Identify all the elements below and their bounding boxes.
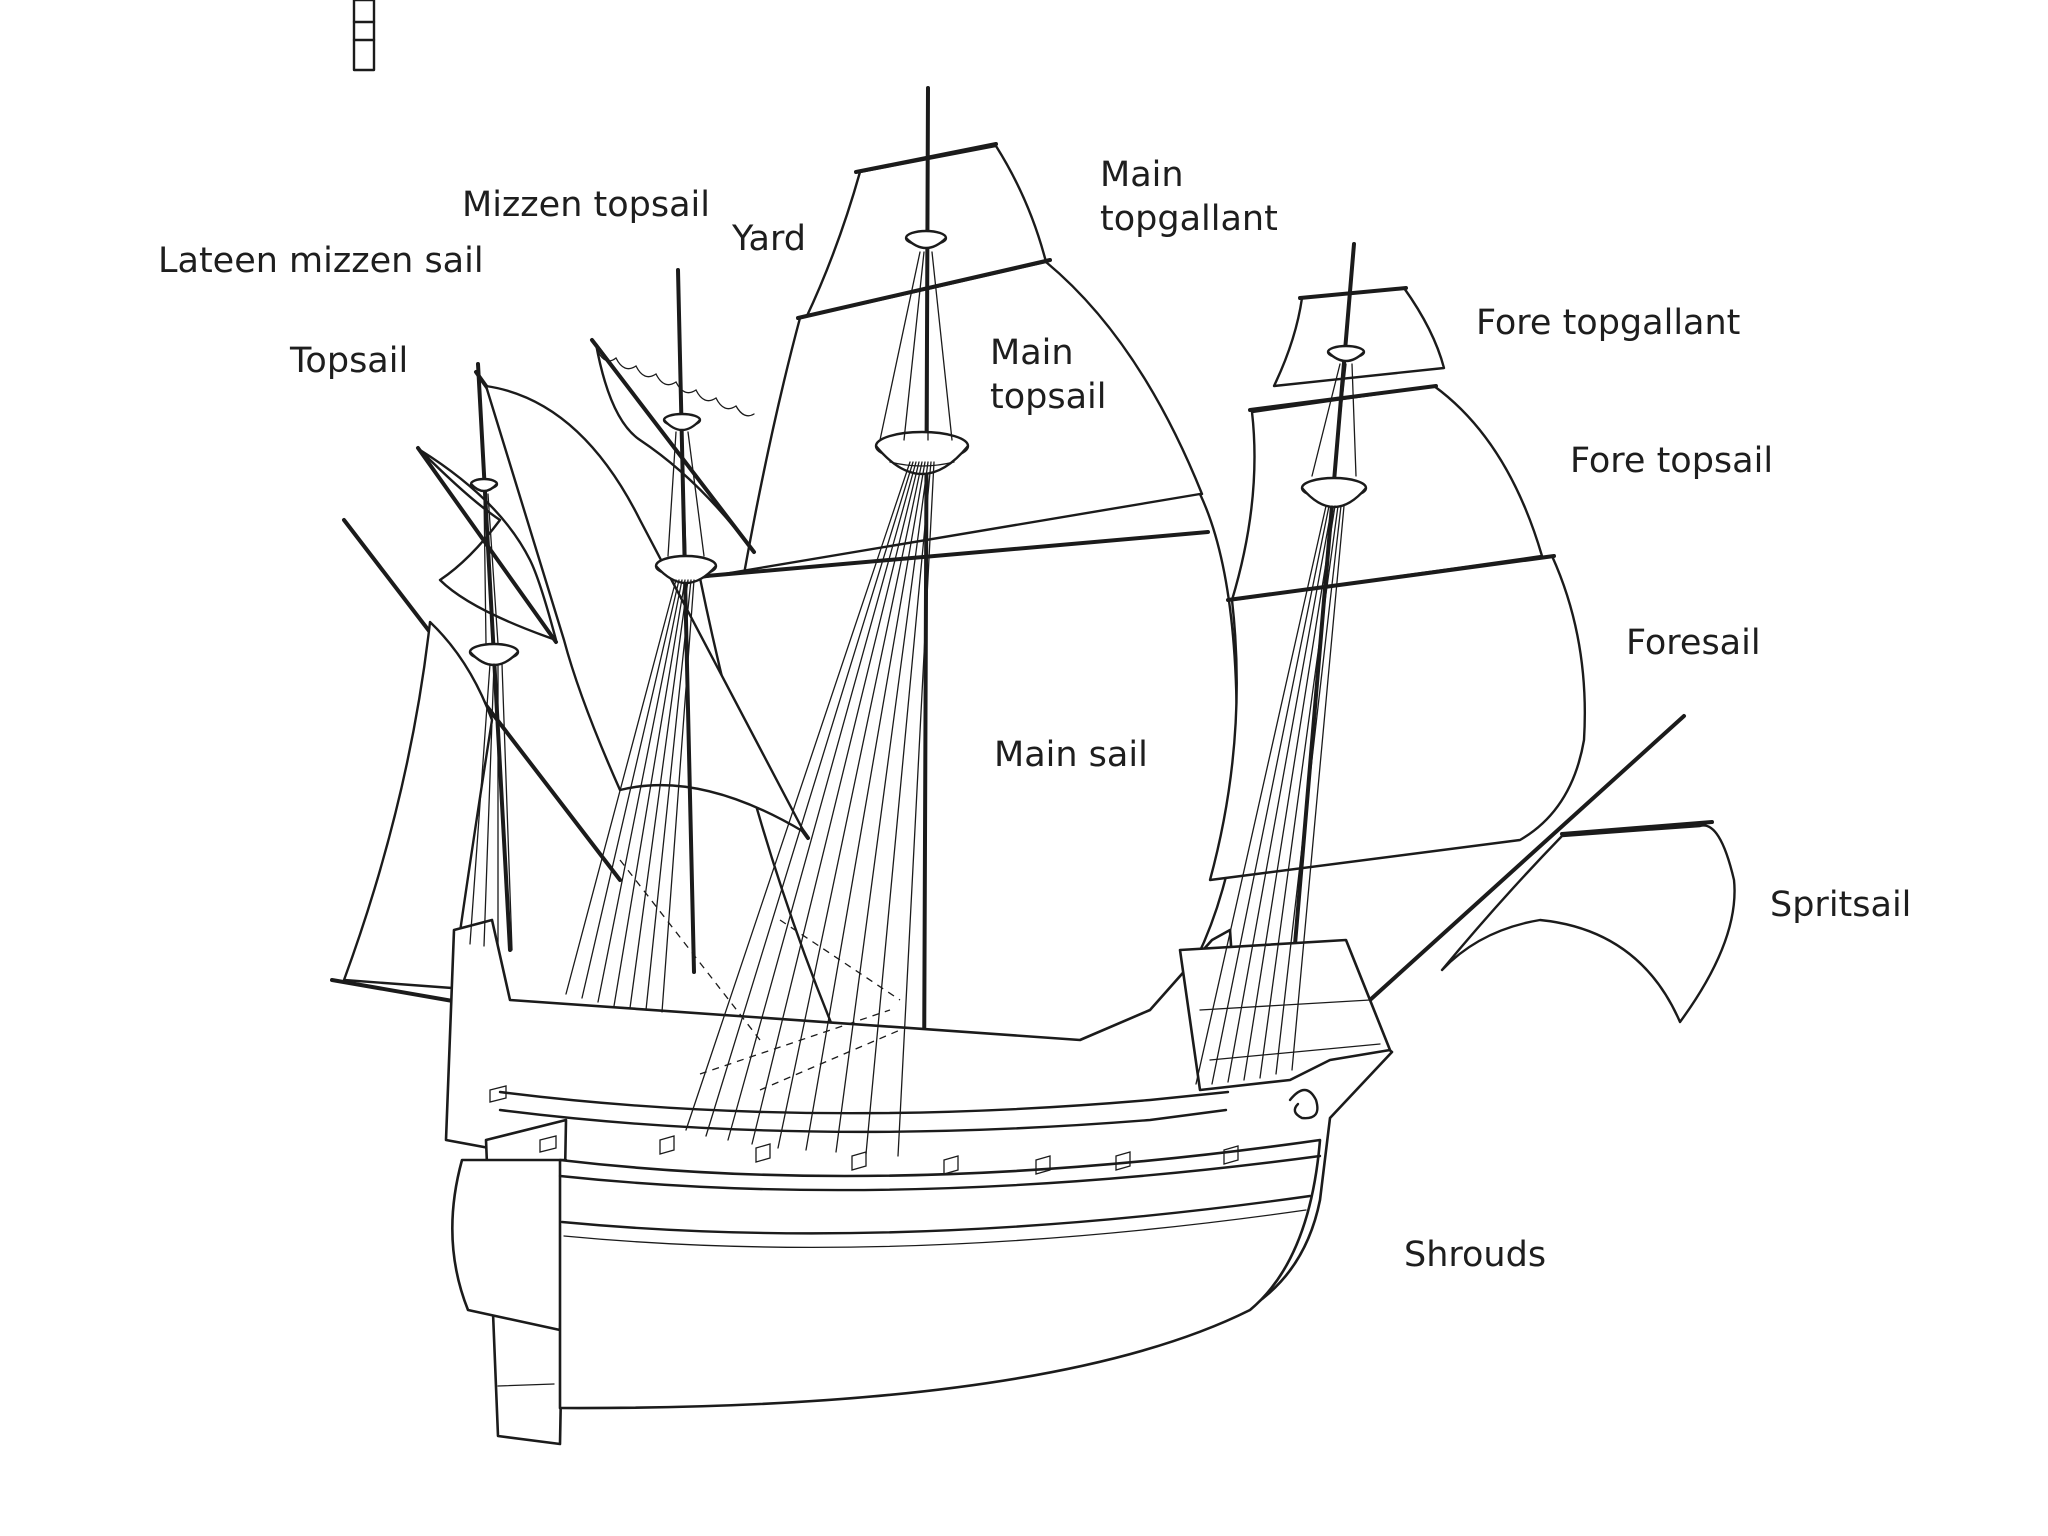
label-spritsail: Spritsail [1770, 885, 1911, 925]
label-main-topsail-line1: Main [990, 333, 1074, 373]
label-yard: Yard [731, 219, 806, 259]
main-top [874, 430, 970, 476]
bonaventure-shrouds [469, 493, 513, 951]
main-topgallant-top [904, 229, 948, 250]
labels: Lateen mizzen sail Mizzen topsail Yard T… [158, 155, 1911, 1275]
main-mast [922, 86, 930, 1092]
spritsail [1440, 824, 1736, 1024]
spritsail-yard [1560, 820, 1714, 836]
label-main-sail: Main sail [994, 735, 1148, 775]
label-main-topsail-line2: topsail [990, 377, 1106, 417]
label-main-topgallant-line1: Main [1100, 155, 1184, 195]
fore-top [1300, 476, 1368, 509]
fore-yard [1226, 554, 1556, 602]
label-main-topgallant-line2: topgallant [1100, 199, 1278, 239]
mizzen-mast [676, 268, 696, 974]
bonaventure-topgallant-top [469, 477, 499, 493]
main-yard [704, 530, 1210, 578]
mizzen-shrouds [565, 431, 705, 1013]
mizzen-topsail-yard [590, 338, 756, 554]
main-shrouds [685, 251, 953, 1157]
fore-topgallant-sail [1272, 286, 1446, 388]
bonaventure-boom [330, 978, 472, 1006]
hull [444, 918, 1394, 1446]
label-lateen-mizzen-sail: Lateen mizzen sail [158, 241, 484, 281]
label-fore-topgallant: Fore topgallant [1476, 303, 1740, 343]
main-topsail [742, 260, 1204, 576]
mizzen-top [654, 554, 718, 584]
label-mizzen-topsail: Mizzen topsail [462, 185, 710, 225]
main-topsail-yard [796, 258, 1052, 320]
mizzen-topsail-scallop [597, 351, 755, 417]
corner-marker [352, 0, 376, 72]
fore-topgallant-yard [1298, 286, 1408, 300]
label-shrouds: Shrouds [1404, 1235, 1546, 1275]
label-fore-topsail: Fore topsail [1570, 441, 1773, 481]
mizzen-topgallant-top [662, 412, 702, 432]
label-topsail: Topsail [289, 341, 408, 381]
foresail [1208, 554, 1587, 882]
label-foresail: Foresail [1626, 623, 1761, 663]
bowsprit [1368, 714, 1686, 1002]
bonaventure-top [468, 642, 520, 667]
fore-shrouds [1195, 363, 1357, 1085]
fore-topgallant-top [1326, 344, 1366, 363]
